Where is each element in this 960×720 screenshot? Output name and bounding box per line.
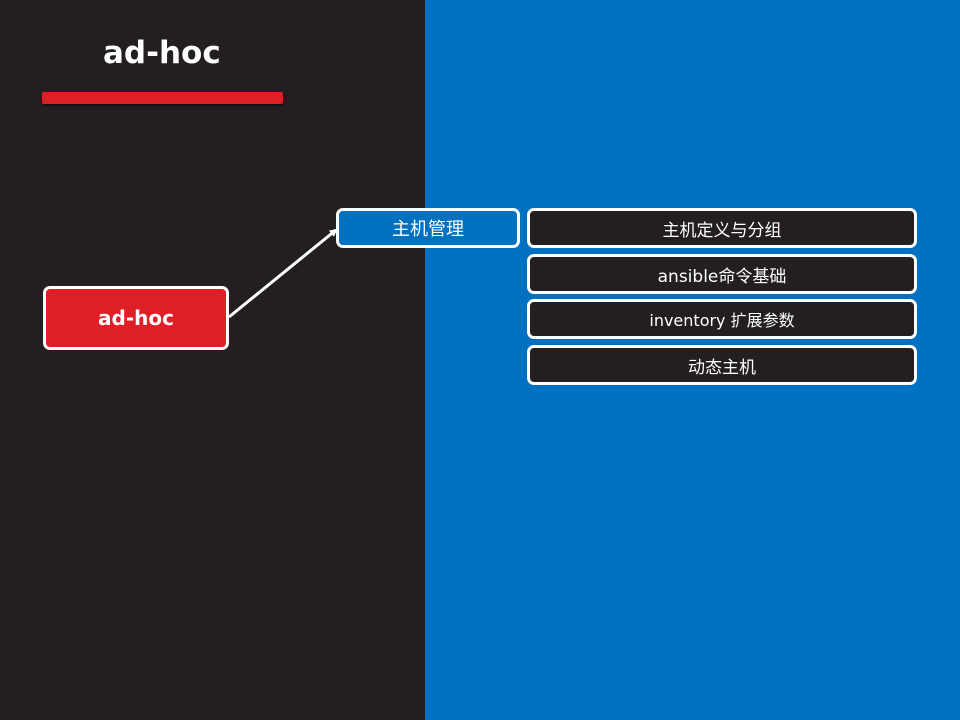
branch-node-host-management[interactable]: 主机管理 [336, 208, 520, 248]
leaf-node-label: inventory 扩展参数 [649, 311, 795, 330]
slide-title: ad-hoc [103, 35, 221, 71]
root-node-ad-hoc[interactable]: ad-hoc [43, 286, 229, 350]
leaf-node-dynamic-hosts[interactable]: 动态主机 [527, 345, 917, 385]
leaf-node-inventory-extended-params[interactable]: inventory 扩展参数 [527, 299, 917, 339]
leaf-node-host-definition-grouping[interactable]: 主机定义与分组 [527, 208, 917, 248]
leaf-node-label: 主机定义与分组 [662, 220, 782, 241]
root-node-label: ad-hoc [98, 306, 174, 330]
title-underline [42, 92, 283, 104]
branch-node-label: 主机管理 [392, 219, 464, 240]
leaf-node-ansible-command-basics[interactable]: ansible命令基础 [527, 254, 917, 294]
leaf-node-label: ansible命令基础 [657, 266, 787, 287]
left-panel [0, 0, 425, 720]
leaf-node-label: 动态主机 [688, 357, 756, 378]
